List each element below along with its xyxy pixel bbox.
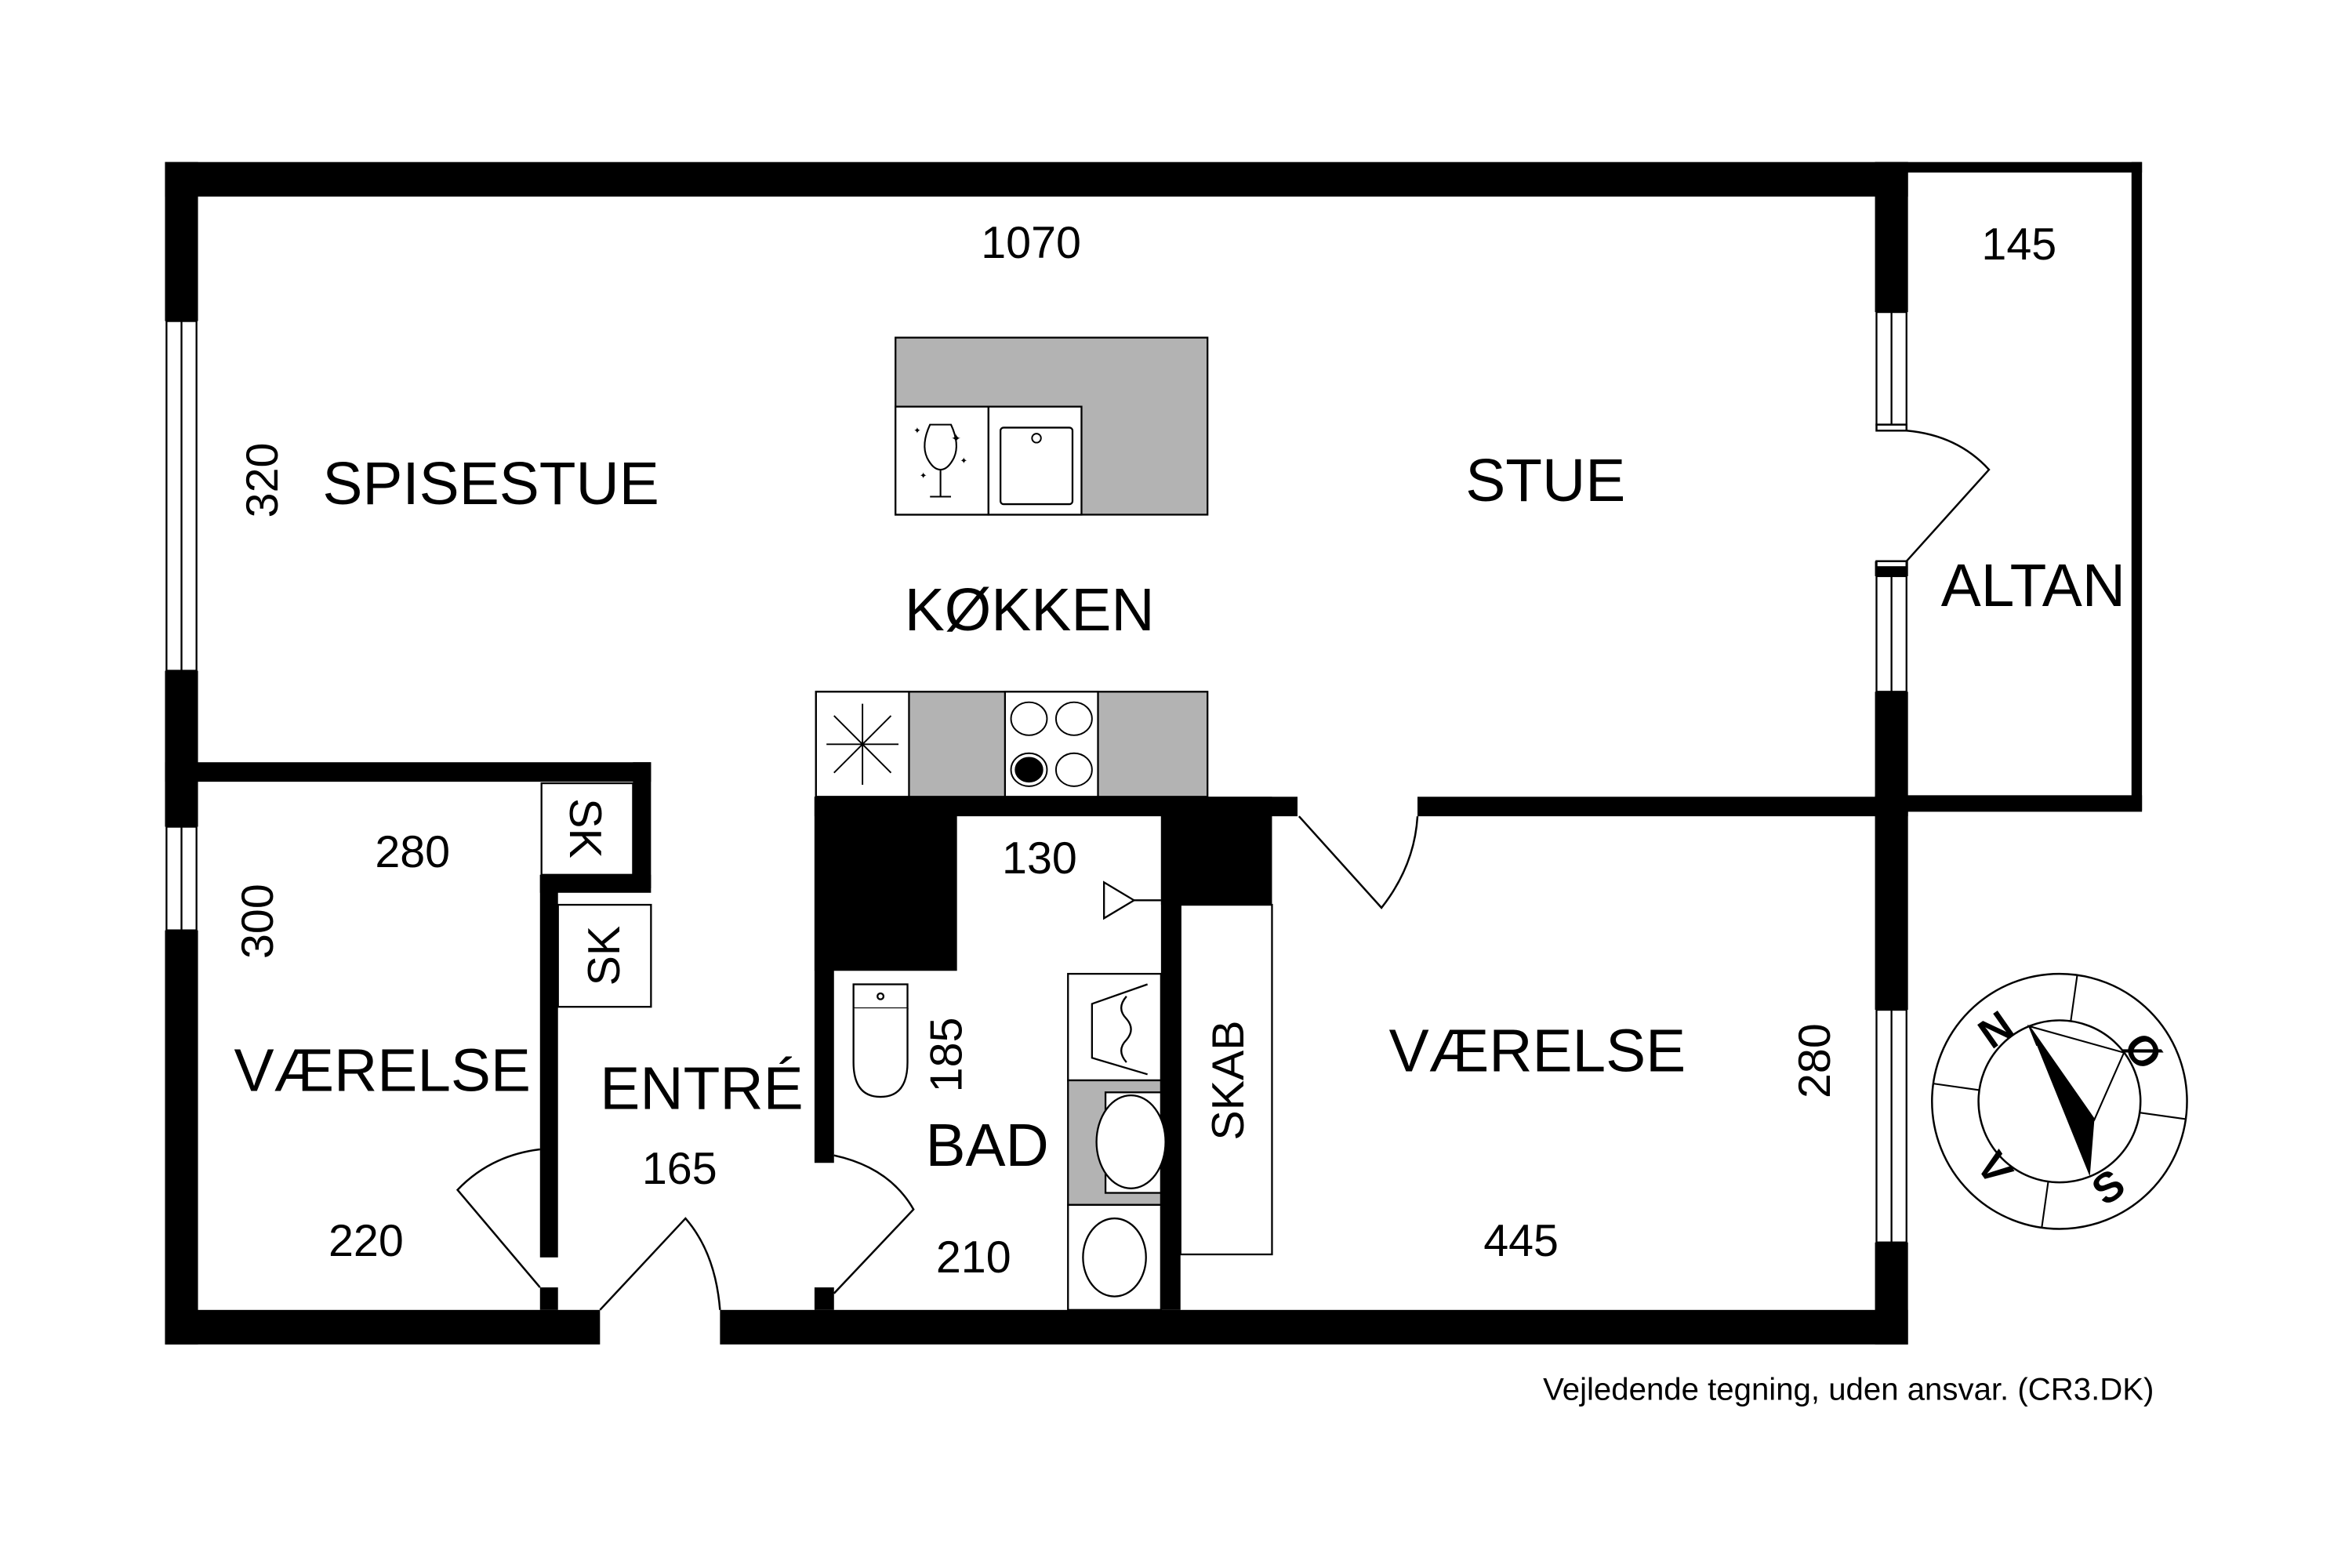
toilet-icon [852,983,909,1098]
disclaimer-text: Vejledende tegning, uden ansvar. (CR3.DK… [1543,1372,2154,1407]
dim-entre: 165 [642,1144,717,1194]
svg-text:✦: ✦ [960,456,967,466]
label-vaerelse-right: VÆRELSE [1389,1018,1686,1084]
closets [540,782,1273,1256]
room-labels: SPISESTUE STUE KØKKEN ALTAN VÆRELSE ENTR… [234,448,2125,1179]
washbasin-icon [1091,983,1149,1076]
label-altan: ALTAN [1941,553,2125,619]
wall-right-bottom [1875,1242,1908,1345]
wall-vaerelse-left-top [165,762,652,782]
kitchen-island: ✦ ✦ ✦ ✦ [895,336,1209,516]
extractor-fan-icon [826,703,899,785]
wall-left-upper [165,162,198,321]
wall-bottom-right [720,1309,1908,1345]
svg-text:✦: ✦ [913,426,921,436]
door-entrance[interactable] [599,1217,721,1311]
wall-left-lower [165,930,198,1345]
label-skab: SKAB [1203,1020,1254,1140]
bathroom-fixtures [852,880,1167,1311]
door-altan[interactable] [1875,423,1991,568]
dim-bad-bottom: 210 [936,1232,1011,1283]
label-vaerelse-left: VÆRELSE [234,1037,530,1104]
wall-vaerelse-left-right-stub [539,1287,558,1310]
wall-left-mid [165,670,198,827]
windows [165,310,1907,1243]
dimensions: 1070 145 320 280 300 220 165 130 185 210… [233,218,2056,1283]
dim-vaerelse-left-bottom: 220 [328,1216,404,1266]
wall-bottom-left [165,1309,601,1345]
wall-sk-right [633,762,652,889]
wall-top [165,162,1908,197]
wall-right-lower [1875,691,1908,1011]
door-vaerelse-left[interactable] [456,1148,541,1288]
dim-stue-width: 1070 [981,218,1081,268]
label-entre: ENTRÉ [600,1055,803,1122]
wall-bad-left-stub [814,1287,834,1310]
wall-sk-mid [539,874,652,893]
tumble-dryer-icon [1082,1217,1147,1298]
svg-text:✦: ✦ [951,433,961,446]
dishwasher [895,405,989,516]
door-bad[interactable] [833,1154,915,1294]
wall-vaerelse-right-top [1417,797,1908,817]
dim-vaerelse-right-bottom: 445 [1483,1216,1559,1266]
altan-top [1875,162,2143,173]
washing-machine-icon [1095,1094,1167,1189]
bad-shaft [814,797,957,971]
kitchen-counter [815,691,1209,798]
svg-text:✦: ✦ [920,472,927,481]
dim-vaerelse-left-height: 300 [233,884,283,959]
closet-sk-upper [540,782,634,876]
compass-icon: N Ø S V [1931,972,2188,1230]
altan-right [2131,162,2143,811]
skab-shaft [1160,797,1272,906]
label-sk-lower: SK [579,926,630,986]
wall-right-upper [1875,162,1908,313]
dim-spisestue-height: 320 [238,443,288,518]
dim-bad-top: 130 [1002,833,1077,884]
washbasin [1067,972,1163,1082]
altan-bottom [1875,795,2143,812]
dishwasher-icon: ✦ ✦ ✦ ✦ [913,423,967,498]
doors [456,423,1991,1311]
wall-bad-left [814,797,834,1163]
label-sk-upper: SK [560,798,610,858]
closet-skab [1179,903,1273,1256]
label-spisestue: SPISESTUE [322,451,659,517]
sink-icon [1000,426,1074,506]
label-bad: BAD [925,1112,1048,1179]
wall-vaerelse-left-right [539,874,558,1258]
dim-vaerelse-right-height: 280 [1790,1023,1840,1098]
hob-icon [1010,701,1093,787]
dim-bad-height: 185 [921,1018,971,1093]
shower-icon [1103,880,1161,920]
label-kokken: KØKKEN [905,577,1155,644]
dim-altan-width: 145 [1981,220,2056,270]
door-vaerelse-right[interactable] [1298,815,1419,909]
walls [165,162,2143,1345]
label-stue: STUE [1465,448,1625,514]
closet-sk-lower [557,903,652,1008]
dim-vaerelse-left-top: 280 [375,827,450,877]
